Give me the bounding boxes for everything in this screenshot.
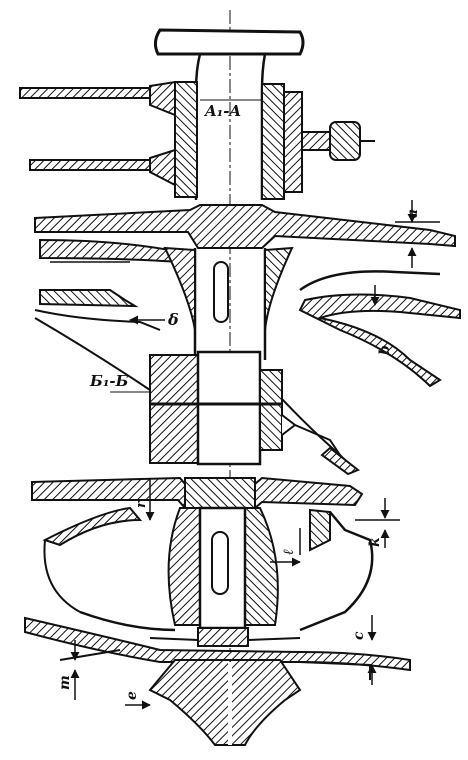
dim-label-c: c xyxy=(351,631,367,640)
middle-impeller xyxy=(34,204,461,476)
section-label-b: Б₁-Б xyxy=(90,372,129,390)
upper-bracket xyxy=(19,80,375,200)
handwheel xyxy=(153,28,305,200)
dim-label-a: a xyxy=(405,208,421,218)
middle-lower-hub xyxy=(149,350,297,466)
lower-impeller xyxy=(24,476,411,746)
dim-label-m: m xyxy=(57,675,73,690)
dim-label-delta: δ xyxy=(168,310,179,329)
dim-label-b: b xyxy=(377,345,393,355)
dim-label-r: r xyxy=(134,501,149,508)
dim-label-e: e xyxy=(124,691,140,700)
section-label-a: A₁-A xyxy=(205,102,242,120)
dim-label-k: k xyxy=(367,537,383,547)
dimension-lines xyxy=(70,99,440,710)
dim-label-l: ℓ xyxy=(281,549,297,555)
